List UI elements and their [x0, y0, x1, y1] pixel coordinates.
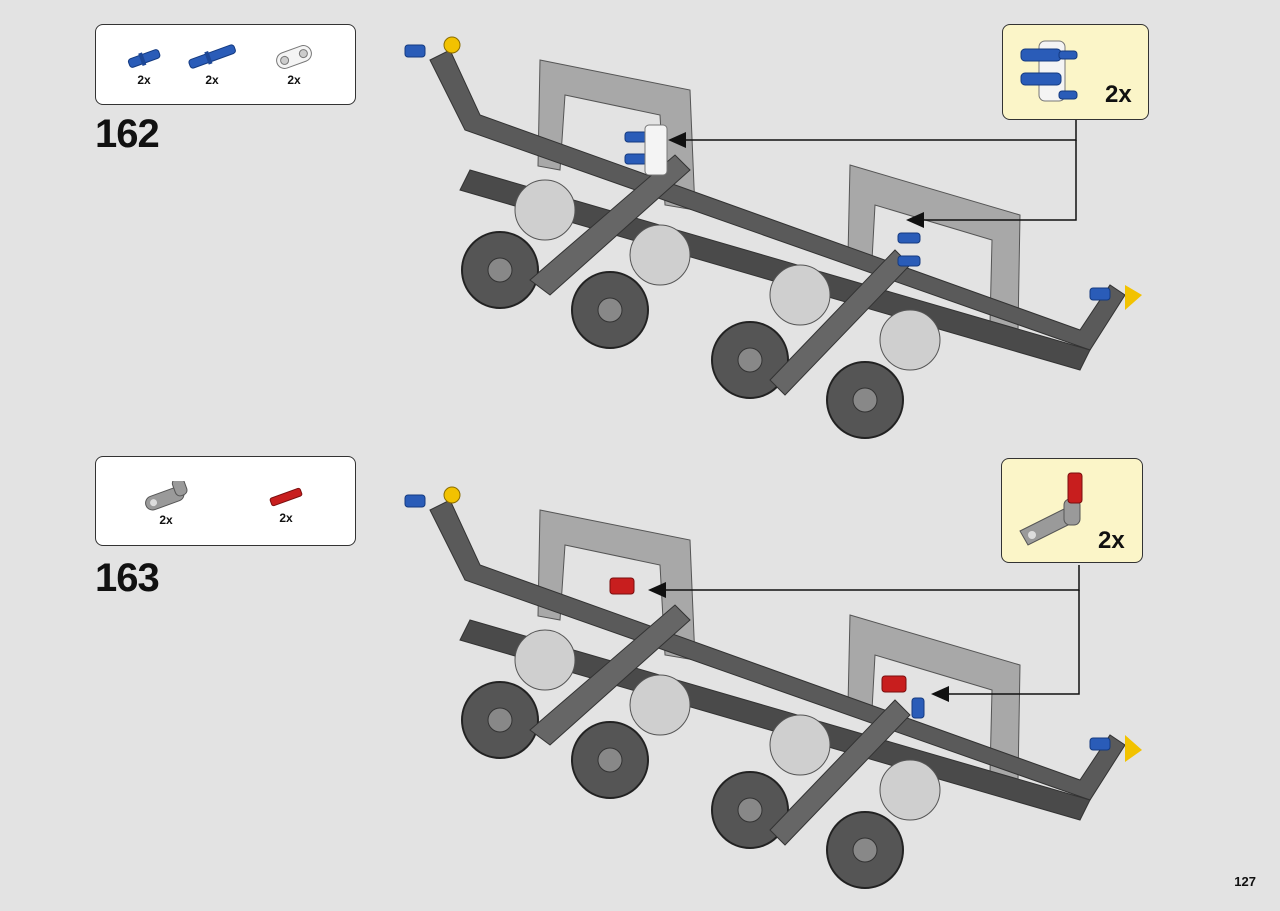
part-qty: 2x	[159, 513, 173, 527]
part-qty: 2x	[279, 511, 293, 525]
step-number: 163	[95, 556, 160, 600]
page-number: 127	[1234, 874, 1256, 889]
part-item: 2x	[182, 41, 242, 87]
part-item: 2x	[256, 485, 316, 525]
callout-qty: 2x	[1105, 81, 1132, 108]
callout-163: 2x	[1001, 458, 1143, 563]
part-item: 2x	[114, 45, 174, 87]
callout-162: 2x	[1002, 24, 1149, 120]
parts-list-163: 2x 2x	[95, 456, 356, 546]
blue-long-axle-pin-icon	[188, 44, 236, 69]
red-axle-icon	[269, 487, 303, 507]
part-qty: 2x	[287, 73, 301, 87]
callout-qty: 2x	[1098, 527, 1125, 554]
model-assembly-162	[404, 36, 1142, 439]
part-qty: 2x	[205, 73, 219, 87]
model-assembly-163	[404, 486, 1142, 889]
gray-l-beam-icon	[145, 481, 188, 511]
gray-beam-with-red-axle-icon	[1019, 472, 1083, 546]
part-item: 2x	[136, 481, 196, 527]
blue-pins-in-white-beam-icon	[1020, 40, 1078, 102]
blue-axle-pin-icon	[127, 49, 161, 68]
step-number: 162	[95, 112, 160, 156]
part-item: 2x	[264, 43, 324, 87]
parts-list-162: 2x 2x 2x	[95, 24, 356, 105]
part-qty: 2x	[137, 73, 151, 87]
white-beam-2-icon	[276, 45, 312, 69]
